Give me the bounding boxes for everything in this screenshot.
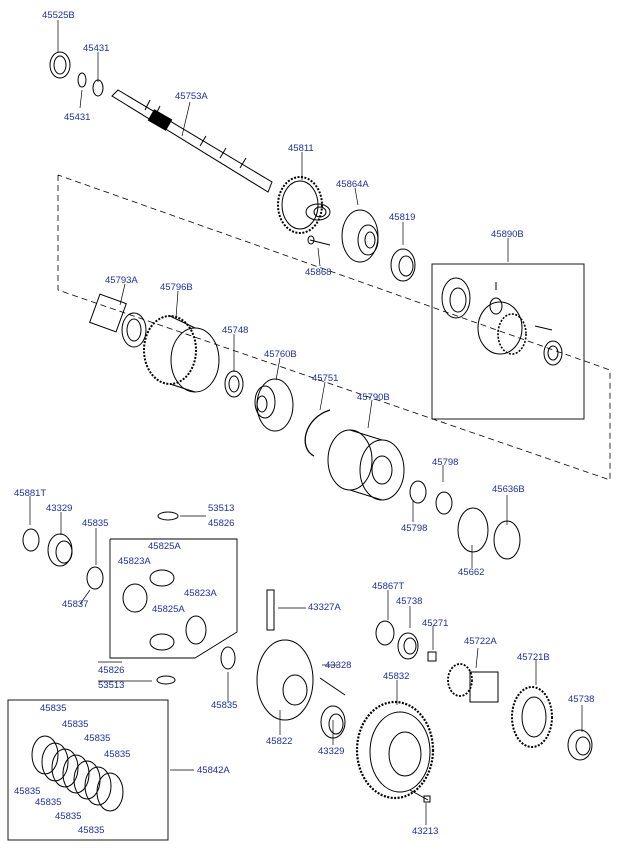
part-label-45826-top[interactable]: 45826 bbox=[208, 518, 235, 529]
seal-45525B bbox=[49, 51, 71, 79]
part-label-45835-k-b1[interactable]: 45835 bbox=[35, 797, 62, 808]
gear-45811 bbox=[277, 176, 331, 234]
part-label-45837[interactable]: 45837 bbox=[62, 599, 89, 610]
bearing-45738-right bbox=[567, 729, 593, 761]
washer-45835-b bbox=[220, 646, 236, 670]
part-label-45842A[interactable]: 45842A bbox=[197, 765, 230, 776]
gear-45722A bbox=[447, 663, 499, 703]
bolt-45868 bbox=[307, 235, 331, 246]
diff-gears bbox=[122, 511, 207, 685]
part-label-45748[interactable]: 45748 bbox=[222, 325, 249, 336]
bolt-43213 bbox=[409, 789, 431, 803]
part-label-45881T[interactable]: 45881T bbox=[14, 488, 47, 499]
part-label-53513-top[interactable]: 53513 bbox=[208, 503, 235, 514]
part-label-45835-k-r2[interactable]: 45835 bbox=[84, 733, 111, 744]
snap-ring-45751 bbox=[304, 409, 331, 457]
part-label-45835-k-r3[interactable]: 45835 bbox=[104, 749, 131, 760]
pin-43327A bbox=[266, 589, 275, 631]
ring-45867T bbox=[375, 620, 395, 646]
part-label-45835-a[interactable]: 45835 bbox=[82, 518, 109, 529]
part-label-45796B[interactable]: 45796B bbox=[160, 282, 193, 293]
drum-45790B bbox=[327, 429, 405, 501]
box-45825A bbox=[109, 538, 238, 659]
part-label-43329-left[interactable]: 43329 bbox=[46, 503, 73, 514]
box-45890B bbox=[431, 263, 585, 420]
ring-45798-b bbox=[435, 491, 453, 515]
part-label-45798-bottom[interactable]: 45798 bbox=[401, 523, 428, 534]
part-label-45662[interactable]: 45662 bbox=[458, 567, 485, 578]
part-label-45826-bottom[interactable]: 45826 bbox=[98, 665, 125, 676]
seal-45662 bbox=[457, 507, 489, 553]
assembly-45890B bbox=[441, 277, 563, 366]
seal-45636B bbox=[493, 520, 521, 560]
part-label-45835-k-l1[interactable]: 45835 bbox=[14, 786, 41, 797]
assembly-outline bbox=[57, 174, 611, 481]
gear-45832 bbox=[355, 700, 435, 800]
part-label-45760B[interactable]: 45760B bbox=[264, 349, 297, 360]
plug-45271 bbox=[427, 651, 437, 662]
part-label-43328[interactable]: 43328 bbox=[325, 660, 352, 671]
bearing-45819 bbox=[390, 248, 416, 282]
part-label-45738-top[interactable]: 45738 bbox=[396, 596, 423, 607]
part-label-45823A-right[interactable]: 45823A bbox=[184, 588, 217, 599]
shaft-45753A bbox=[111, 89, 273, 193]
part-label-45271[interactable]: 45271 bbox=[422, 618, 449, 629]
part-label-45825A-top[interactable]: 45825A bbox=[148, 541, 181, 552]
bearing-43329-bottom bbox=[320, 705, 346, 739]
washer-45835-a bbox=[86, 566, 104, 590]
part-label-45525B[interactable]: 45525B bbox=[42, 10, 75, 21]
part-label-43213[interactable]: 43213 bbox=[412, 826, 439, 837]
ring-45798-a bbox=[409, 480, 427, 504]
part-label-45835-b[interactable]: 45835 bbox=[211, 700, 238, 711]
bearing-43329-left bbox=[47, 533, 73, 567]
part-label-45825A-mid[interactable]: 45825A bbox=[152, 604, 185, 615]
part-label-45867T[interactable]: 45867T bbox=[372, 581, 405, 592]
part-label-45864A[interactable]: 45864A bbox=[336, 179, 369, 190]
carrier-45760B bbox=[254, 378, 294, 432]
part-label-45790B[interactable]: 45790B bbox=[357, 392, 390, 403]
part-label-45823A-left[interactable]: 45823A bbox=[118, 556, 151, 567]
part-label-45868[interactable]: 45868 bbox=[305, 267, 332, 278]
part-label-45835-k-b3[interactable]: 45835 bbox=[78, 825, 105, 836]
part-label-45811[interactable]: 45811 bbox=[288, 143, 314, 154]
part-label-45835-k-r1[interactable]: 45835 bbox=[62, 719, 89, 730]
part-label-45431-bottom[interactable]: 45431 bbox=[64, 112, 91, 123]
part-label-45890B[interactable]: 45890B bbox=[491, 229, 524, 240]
part-label-45835-k-top[interactable]: 45835 bbox=[40, 703, 67, 714]
gear-45793A bbox=[89, 293, 147, 348]
part-label-45751[interactable]: 45751 bbox=[312, 373, 339, 384]
gear-45721B bbox=[511, 686, 553, 748]
case-45822 bbox=[256, 639, 346, 721]
part-label-45636B[interactable]: 45636B bbox=[492, 484, 525, 495]
ring-45431-a bbox=[77, 72, 87, 88]
box-45842A bbox=[7, 699, 169, 841]
ring-45881T bbox=[22, 528, 40, 552]
part-label-45753A[interactable]: 45753A bbox=[175, 91, 208, 102]
part-label-45793A[interactable]: 45793A bbox=[105, 275, 138, 286]
flange-45864A bbox=[341, 209, 379, 263]
part-label-45721B[interactable]: 45721B bbox=[517, 652, 550, 663]
ring-gear-45796B bbox=[143, 315, 220, 393]
part-label-43327A[interactable]: 43327A bbox=[308, 602, 341, 613]
part-label-45431-top[interactable]: 45431 bbox=[83, 43, 110, 54]
part-label-45832[interactable]: 45832 bbox=[383, 671, 410, 682]
part-label-45835-k-b2[interactable]: 45835 bbox=[55, 811, 82, 822]
part-label-45819[interactable]: 45819 bbox=[389, 212, 416, 223]
ring-45431-b bbox=[92, 79, 104, 97]
part-label-45822[interactable]: 45822 bbox=[266, 736, 293, 747]
part-label-43329-bottom[interactable]: 43329 bbox=[318, 746, 345, 757]
bearing-45738-top bbox=[397, 632, 419, 660]
part-label-45798-top[interactable]: 45798 bbox=[432, 457, 459, 468]
clutch-plates bbox=[31, 735, 124, 812]
leader-lines bbox=[29, 20, 583, 825]
part-label-53513-bottom[interactable]: 53513 bbox=[98, 680, 125, 691]
washer-45748 bbox=[224, 370, 244, 398]
part-label-45738-right[interactable]: 45738 bbox=[568, 694, 595, 705]
part-label-45722A[interactable]: 45722A bbox=[464, 636, 497, 647]
